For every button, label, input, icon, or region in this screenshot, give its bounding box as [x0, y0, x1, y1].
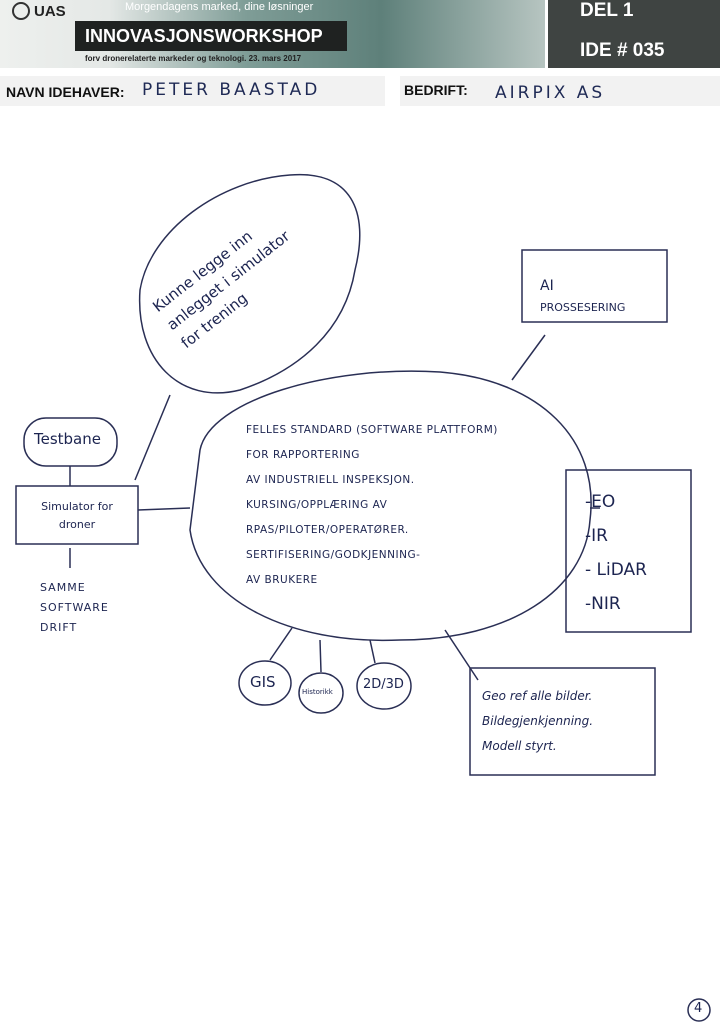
page-number-circle: [687, 998, 711, 1022]
center-line: AV INDUSTRIELL INSPEKSJON.: [246, 474, 415, 486]
gis-bubble: [238, 660, 292, 706]
georef-line: Bildegjenkjenning.: [482, 714, 594, 728]
gis-text: GIS: [250, 673, 276, 691]
company-label: BEDRIFT:: [404, 82, 468, 98]
connector: [137, 507, 191, 511]
sensor-item: -IR: [585, 526, 608, 546]
del-label: DEL 1: [580, 0, 634, 21]
georef-line: Modell styrt.: [482, 739, 557, 753]
georef-box: [469, 667, 656, 776]
owner-field: NAVN IDEHAVER: PETER BAASTAD: [0, 76, 385, 106]
globe-icon: [12, 2, 30, 20]
2d3d-bubble: [356, 662, 412, 710]
georef-text: Geo ref alle bilder. Bildegjenkjenning. …: [482, 684, 593, 759]
simulator-line: Simulator for: [41, 500, 113, 513]
historikk-text: Historikk: [302, 688, 333, 696]
connector: [134, 394, 171, 481]
company-field: BEDRIFT: AIRPIX AS: [400, 76, 720, 106]
samme-text: SAMME SOFTWARE DRIFT: [40, 578, 109, 638]
center-text: FELLES STANDARD (SOFTWARE PLATTFORM) FOR…: [246, 418, 498, 593]
center-line: SERTIFISERING/GODKJENNING-: [246, 549, 421, 561]
testbane-text: Testbane: [34, 430, 101, 448]
connector: [444, 629, 479, 681]
georef-line: Geo ref alle bilder.: [482, 689, 593, 703]
logo-text: UAS: [34, 2, 66, 20]
simulator-line: droner: [58, 518, 96, 531]
samme-line: SAMME: [40, 581, 86, 594]
ai-text: AI PROSSESERING: [540, 275, 625, 319]
connector: [369, 639, 376, 664]
simulator-box: [15, 485, 139, 545]
idea-box: DEL 1 IDE # 035: [548, 0, 720, 68]
connector: [269, 627, 293, 661]
connector: [511, 334, 546, 381]
ai-line: AI: [540, 278, 554, 294]
historikk-bubble: [298, 672, 344, 714]
company-value: AIRPIX AS: [495, 83, 606, 103]
sensor-item: -NIR: [585, 594, 621, 614]
sensor-item: -EO: [585, 492, 616, 512]
uas-logo: UAS: [12, 2, 66, 20]
center-line: AV BRUKERE: [246, 574, 318, 586]
samme-line: SOFTWARE: [40, 601, 109, 614]
connector: [319, 639, 322, 673]
sensor-box: [565, 469, 692, 633]
center-line: RPAS/PILOTER/OPERATØRER.: [246, 524, 409, 536]
idea-number: IDE # 035: [580, 40, 665, 61]
workshop-title: INNOVASJONSWORKSHOP: [75, 21, 347, 51]
workshop-subtitle: forv dronerelaterte markeder og teknolog…: [85, 54, 302, 63]
owner-label: NAVN IDEHAVER:: [6, 84, 125, 100]
simulator-text: Simulator for droner: [22, 498, 132, 534]
owner-value: PETER BAASTAD: [142, 80, 321, 100]
center-ellipse: [189, 370, 592, 642]
samme-line: DRIFT: [40, 621, 78, 634]
center-line: KURSING/OPPLÆRING AV: [246, 499, 388, 511]
sensor-item: - LiDAR: [585, 560, 647, 580]
tagline: Morgendagens marked, dine løsninger: [125, 1, 314, 13]
2d3d-text: 2D/3D: [363, 677, 404, 692]
sensor-list: -EO -IR - LiDAR -NIR: [585, 485, 647, 621]
page-number: 4: [694, 1001, 703, 1016]
cloud-shape: [138, 173, 361, 394]
center-line: FELLES STANDARD (SOFTWARE PLATTFORM): [246, 424, 498, 436]
ai-line: PROSSESERING: [540, 301, 626, 314]
ai-box: [521, 249, 668, 323]
center-line: FOR RAPPORTERING: [246, 449, 360, 461]
